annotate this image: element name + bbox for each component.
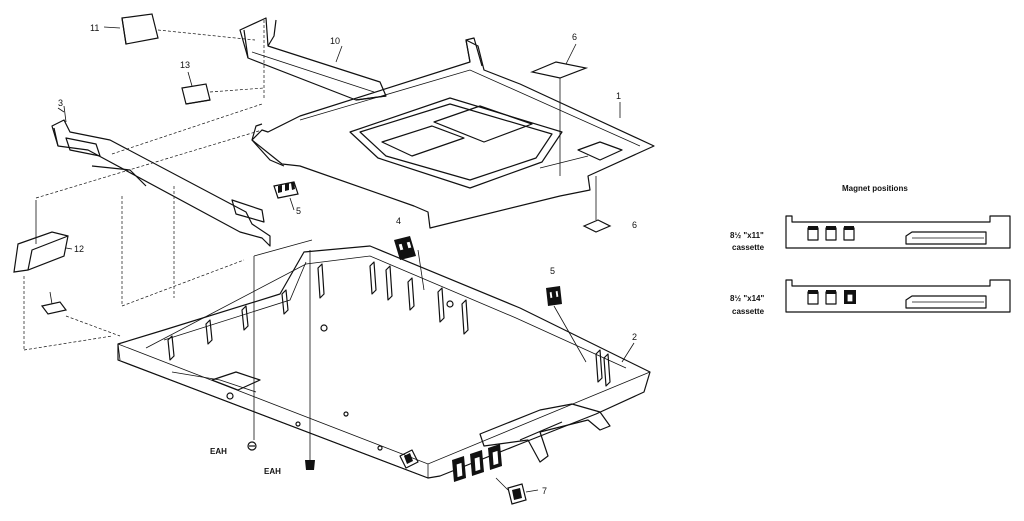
magnet-positions-inset: Magnet positions 8½ "x11" cassette 8½ "x… — [730, 184, 1011, 316]
label-12: 12 — [74, 244, 84, 254]
label-6-top: 6 — [572, 32, 577, 42]
letter-cassette-label: cassette — [732, 243, 765, 252]
letter-size-label: 8½ "x11" — [730, 231, 764, 240]
part-4-magnet — [394, 236, 425, 291]
label-4: 4 — [396, 216, 401, 226]
legal-size-label: 8½ "x14" — [730, 294, 764, 303]
part-2-cassette-tray — [117, 245, 651, 482]
label-eah-2: EAH — [264, 467, 281, 476]
part-10-bracket — [239, 17, 387, 101]
part-7-clip — [495, 477, 539, 505]
part-12-pad — [13, 200, 69, 273]
leader-lines — [63, 26, 635, 363]
inset-title: Magnet positions — [842, 184, 908, 193]
label-5-lower: 5 — [550, 266, 555, 276]
label-3: 3 — [58, 98, 63, 108]
label-eah-1: EAH — [210, 447, 227, 456]
part-5-magnet-lower — [546, 286, 587, 363]
alignment-lines — [23, 103, 313, 460]
label-5-upper: 5 — [296, 206, 301, 216]
label-2: 2 — [632, 332, 637, 342]
legal-cassette-diagram — [785, 279, 1011, 313]
eah-screw-2 — [305, 460, 315, 470]
label-1: 1 — [616, 91, 621, 101]
label-7: 7 — [542, 486, 547, 496]
part-1-top-plate — [251, 37, 655, 229]
part-3-side-bracket — [51, 107, 271, 247]
part-13-pad — [181, 20, 265, 105]
part-9-pad — [40, 291, 68, 315]
label-6-bottom: 6 — [632, 220, 637, 230]
label-10: 10 — [330, 36, 340, 46]
label-11: 11 — [90, 23, 99, 33]
label-13: 13 — [180, 60, 190, 70]
part-11-pad — [121, 13, 256, 45]
eah-screw-1 — [247, 441, 257, 451]
part-6-pad-top — [529, 43, 589, 176]
part-5-magnet-upper — [273, 181, 299, 199]
legal-cassette-label: cassette — [732, 307, 765, 316]
letter-cassette-diagram — [785, 215, 1011, 249]
part-6-pad-bottom — [582, 176, 612, 233]
